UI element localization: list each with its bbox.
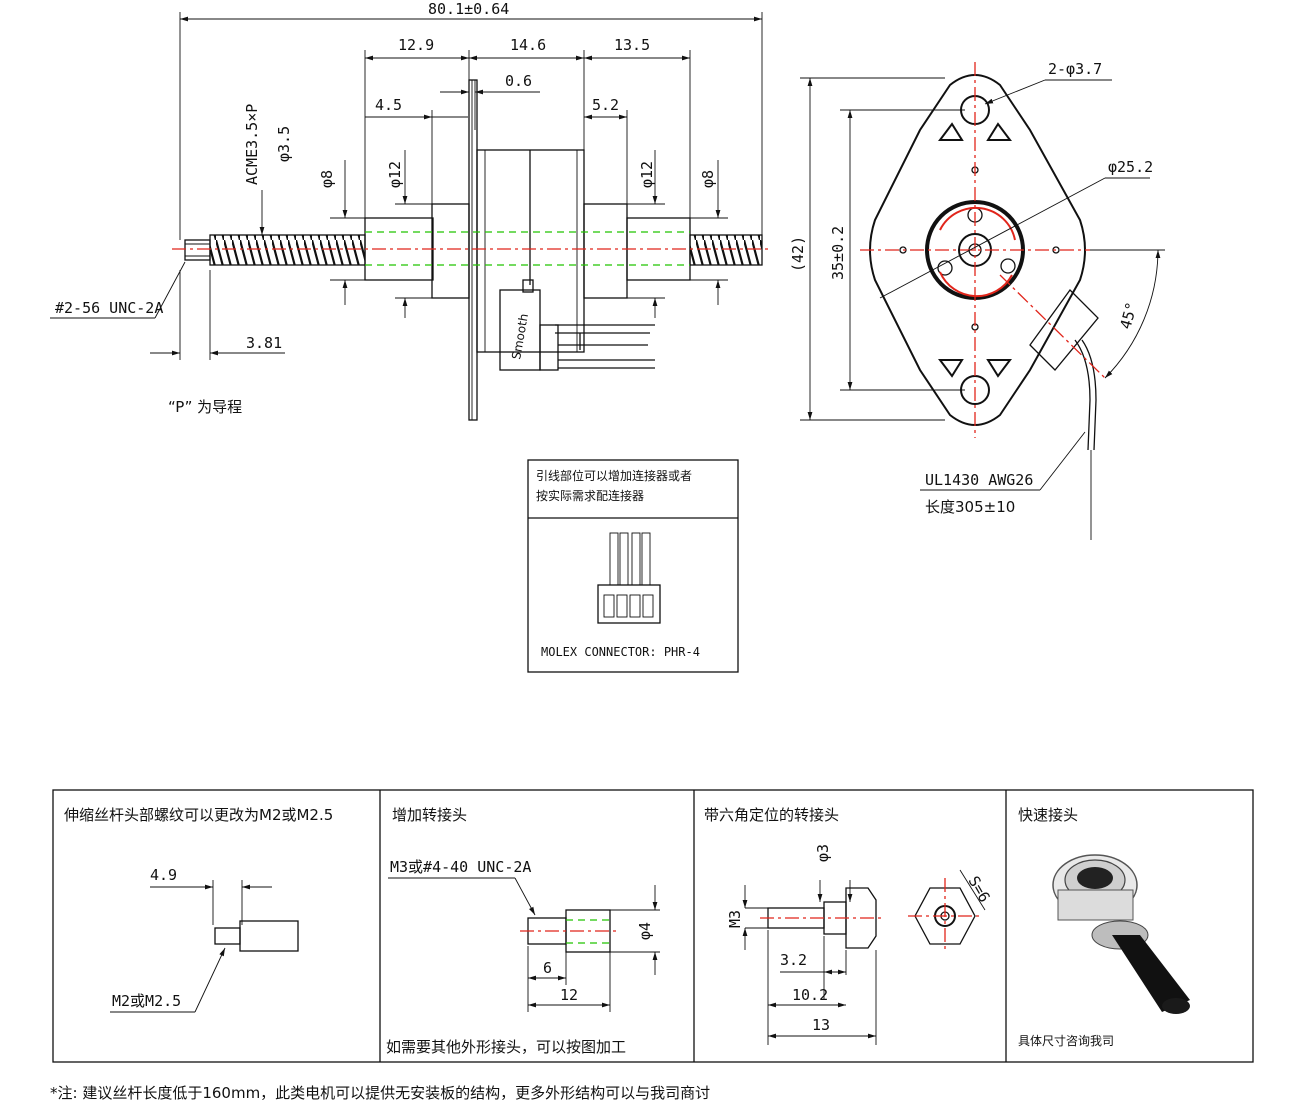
lead-screw-right	[689, 234, 763, 266]
option3-dim-c: 13	[812, 1016, 830, 1034]
left-bushing	[431, 203, 470, 299]
connector-label: MOLEX CONNECTOR: PHR-4	[541, 645, 700, 659]
footnote: *注: 建议丝杆长度低于160mm，此类电机可以提供无安装板的结构，更多外形结构…	[50, 1084, 710, 1102]
left-dia-8: φ8	[318, 170, 336, 188]
motor-flange-outline	[869, 74, 1086, 426]
quick-connector-image	[1052, 854, 1190, 1014]
height-overall-label: (42)	[789, 236, 807, 272]
lead-screw-left	[209, 234, 366, 266]
hole-pitch-label: 35±0.2	[829, 226, 847, 280]
cable-length-label: 长度305±10	[925, 498, 1015, 516]
right-dia-12: φ12	[638, 161, 656, 188]
right-dia-8: φ8	[699, 170, 717, 188]
option2-footer: 如需要其他外形接头，可以按图加工	[386, 1038, 626, 1056]
option2-thread: M3或#4-40 UNC-2A	[390, 858, 531, 876]
option3-hex: S=6	[965, 873, 994, 905]
connector-note-line2: 按实际需求配连接器	[536, 488, 644, 503]
options-table: 伸缩丝杆头部螺纹可以更改为M2或M2.5 4.9 M2或M2.5 增加转接头 M…	[52, 789, 1254, 1063]
tip-length-label: 3.81	[246, 334, 282, 352]
connector-box: 引线部位可以增加连接器或者 按实际需求配连接器 MOLEX CONNECTOR:…	[527, 459, 739, 673]
connector-note-line1: 引线部位可以增加连接器或者	[536, 468, 692, 483]
option2-title: 增加转接头	[392, 806, 467, 824]
dim-right-body: 13.5	[614, 36, 650, 54]
option3-dia: φ3	[814, 844, 832, 862]
tip-thread-label: #2-56 UNC-2A	[55, 299, 163, 317]
connector-drawing	[597, 532, 661, 624]
option2-dim-b: 12	[560, 986, 578, 1004]
boss-dia-label: φ25.2	[1108, 158, 1153, 176]
lead-exit	[1029, 289, 1099, 371]
front-view: (42) 35±0.2 2-φ3.7 φ25.2 45° UL1430 AWG2…	[789, 60, 1165, 540]
option1-title: 伸缩丝杆头部螺纹可以更改为M2或M2.5	[64, 806, 333, 824]
lead-note: “P” 为导程	[168, 398, 242, 416]
left-dia-12: φ12	[386, 161, 404, 188]
option2-dia: φ4	[636, 922, 654, 940]
option1-dim: 4.9	[150, 866, 177, 884]
smooth-label: Smooth	[509, 312, 531, 360]
angle-label: 45°	[1116, 300, 1140, 331]
side-view: 80.1±0.64 12.9 14.6 13.5 0.6 4.5 5.2 ACM…	[50, 0, 770, 421]
dim-flange: 0.6	[505, 72, 532, 90]
option2-dim-a: 6	[543, 959, 552, 977]
screw-tip	[184, 239, 211, 261]
overall-length-label: 80.1±0.64	[428, 0, 509, 18]
option1-callout: M2或M2.5	[112, 992, 181, 1010]
holes-label: 2-φ3.7	[1048, 60, 1102, 78]
option3-dim-a: 3.2	[780, 951, 807, 969]
thread-dia-label: φ3.5	[275, 126, 293, 162]
dim-right-shoulder: 5.2	[592, 96, 619, 114]
dim-body: 14.6	[510, 36, 546, 54]
option4-footer: 具体尺寸咨询我司	[1018, 1033, 1114, 1048]
mounting-plate	[468, 79, 478, 421]
option4-title: 快速接头	[1018, 806, 1078, 824]
right-bushing	[583, 203, 628, 299]
option3-thread: M3	[726, 910, 744, 928]
dim-left-shoulder: 4.5	[375, 96, 402, 114]
option3-title: 带六角定位的转接头	[704, 806, 839, 824]
cable-spec-label: UL1430 AWG26	[925, 471, 1033, 489]
thread-spec-label: ACME3.5×P	[243, 104, 261, 185]
option3-dim-b: 10.2	[792, 986, 828, 1004]
dim-left-body: 12.9	[398, 36, 434, 54]
